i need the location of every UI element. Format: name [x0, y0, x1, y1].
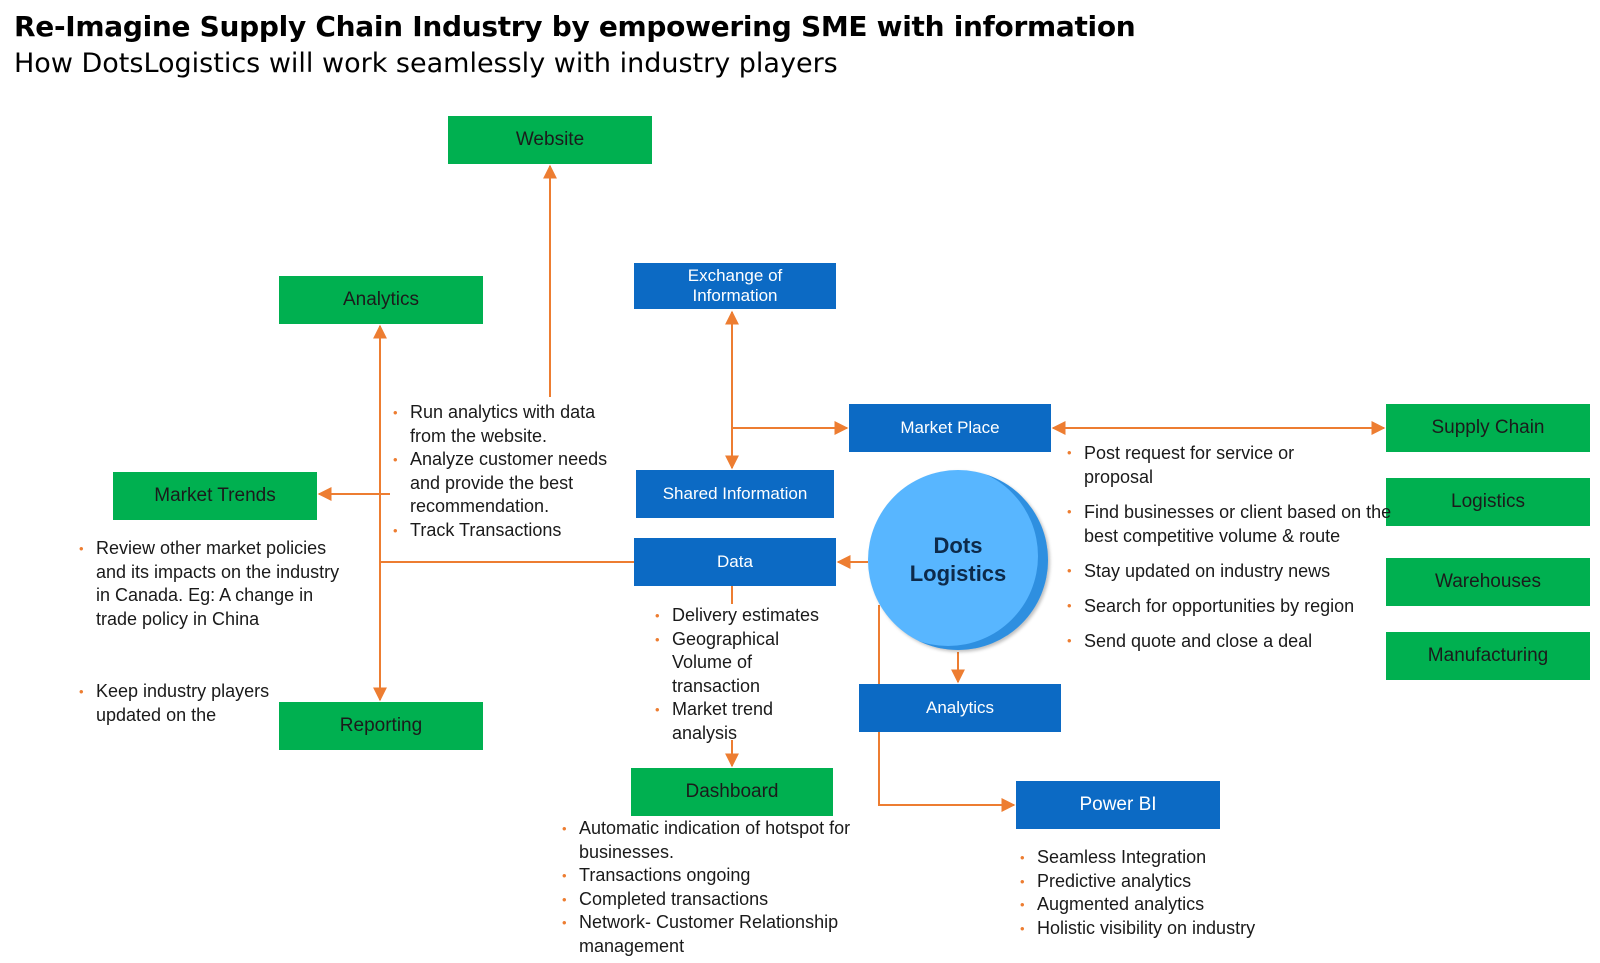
market-place-node: Market Place: [849, 404, 1051, 452]
exchange-of-information-node: Exchange of Information: [634, 263, 836, 309]
connector-to-power-bi: [878, 605, 1016, 812]
list-item: Augmented analytics: [1020, 893, 1320, 917]
page-title: Re-Imagine Supply Chain Industry by empo…: [14, 10, 1136, 43]
list-item: Search for opportunities by region: [1067, 594, 1397, 618]
dashboard-label: Dashboard: [685, 781, 779, 802]
page-subtitle: How DotsLogistics will work seamlessly w…: [14, 48, 838, 79]
market-place-notes: Post request for service or proposal Fin…: [1067, 441, 1397, 664]
logistics-node: Logistics: [1386, 478, 1590, 526]
data-node: Data: [634, 538, 836, 586]
list-item: Delivery estimates: [655, 604, 845, 628]
market-trends-node: Market Trends: [113, 472, 317, 520]
hub-label-line2: Logistics: [909, 561, 1007, 586]
warehouses-label: Warehouses: [1435, 571, 1541, 592]
website-node: Website: [448, 116, 652, 164]
reporting-node: Reporting: [279, 702, 483, 750]
reporting-label: Reporting: [339, 715, 423, 736]
shared-information-node: Shared Information: [636, 470, 834, 518]
list-item: Post request for service or proposal: [1067, 441, 1344, 489]
market-trends-label: Market Trends: [154, 485, 276, 506]
analytics-notes: Run analytics with data from the website…: [393, 401, 633, 542]
list-item: Stay updated on industry news: [1067, 559, 1397, 583]
dots-logistics-hub: Dots Logistics: [868, 470, 1048, 650]
exchange-of-information-label: Exchange of Information: [687, 266, 783, 305]
website-label: Website: [515, 129, 585, 150]
market-trends-notes: Review other market policies and its imp…: [79, 537, 357, 631]
shared-information-label: Shared Information: [662, 484, 808, 503]
list-item: Predictive analytics: [1020, 870, 1320, 894]
analytics-blue-node: Analytics: [859, 684, 1061, 732]
list-item: Seamless Integration: [1020, 846, 1320, 870]
list-item: Market trend analysis: [655, 698, 804, 745]
list-item: Analyze customer needs and provide the b…: [393, 448, 633, 519]
analytics-label: Analytics: [342, 289, 420, 310]
list-item: Keep industry players updated on the: [79, 680, 279, 727]
warehouses-node: Warehouses: [1386, 558, 1590, 606]
supply-chain-label: Supply Chain: [1431, 417, 1545, 438]
logistics-label: Logistics: [1451, 491, 1525, 512]
list-item: Send quote and close a deal: [1067, 629, 1397, 653]
dashboard-node: Dashboard: [631, 768, 833, 816]
power-bi-label: Power BI: [1079, 794, 1157, 815]
market-trends-notes-2: Keep industry players updated on the: [79, 680, 279, 727]
list-item: Automatic indication of hotspot for busi…: [562, 817, 902, 864]
market-place-label: Market Place: [900, 418, 1000, 437]
data-notes: Delivery estimates Geographical Volume o…: [655, 604, 845, 745]
list-item: Network- Customer Relationship managemen…: [562, 911, 902, 958]
power-bi-notes: Seamless Integration Predictive analytic…: [1020, 846, 1320, 940]
analytics-blue-label: Analytics: [925, 698, 995, 717]
manufacturing-label: Manufacturing: [1427, 645, 1549, 666]
list-item: Run analytics with data from the website…: [393, 401, 633, 448]
list-item: Review other market policies and its imp…: [79, 537, 357, 631]
list-item: Geographical Volume of transaction: [655, 628, 804, 699]
dashboard-notes: Automatic indication of hotspot for busi…: [562, 817, 902, 958]
list-item: Find businesses or client based on the b…: [1067, 500, 1397, 548]
list-item: Completed transactions: [562, 888, 902, 912]
manufacturing-node: Manufacturing: [1386, 632, 1590, 680]
list-item: Track Transactions: [393, 519, 633, 543]
list-item: Holistic visibility on industry: [1020, 917, 1320, 941]
power-bi-node: Power BI: [1016, 781, 1220, 829]
hub-label-line1: Dots: [933, 533, 983, 558]
supply-chain-node: Supply Chain: [1386, 404, 1590, 452]
analytics-node: Analytics: [279, 276, 483, 324]
data-label: Data: [717, 552, 753, 571]
list-item: Transactions ongoing: [562, 864, 902, 888]
